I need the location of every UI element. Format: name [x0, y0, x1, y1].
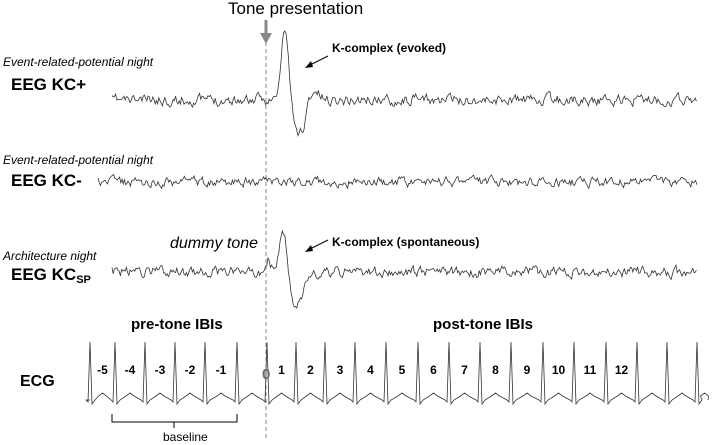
kc-evoked-arrowhead: [305, 61, 313, 68]
eeg-kc-plus-trace: [111, 30, 697, 137]
ecg-trace: [85, 341, 709, 406]
ecg-label: ECG: [20, 373, 55, 390]
ibi-label: 2: [307, 363, 314, 377]
ibi-label: -3: [154, 363, 166, 377]
row3-eeg-label: EEG KCSP: [11, 266, 91, 286]
baseline-bracket: [111, 414, 238, 423]
baseline-label: baseline: [163, 430, 208, 444]
tone-arrow-head: [260, 33, 272, 44]
ibi-label: -1: [215, 363, 227, 377]
row3-eeg-label-main: EEG KC: [11, 265, 77, 284]
eeg-kc-sp-trace: [111, 229, 697, 309]
row3-night-label: Architecture night: [3, 249, 97, 263]
row1-night-label: Event-related-potential night: [3, 55, 154, 69]
row2-night-label: Event-related-potential night: [3, 153, 154, 167]
ibi-label: 6: [430, 363, 437, 377]
ibi-label: 8: [492, 363, 499, 377]
post-tone-heading: post-tone IBIs: [433, 316, 533, 333]
ibi-label: 7: [461, 363, 468, 377]
ibi-label: -2: [184, 363, 196, 377]
ibi-label: 4: [367, 363, 374, 377]
dummy-tone-label: dummy tone: [170, 235, 259, 252]
eeg-kc-minus-trace: [97, 173, 698, 190]
ibi-label: -4: [124, 363, 136, 377]
ibi-label: 9: [523, 363, 531, 377]
ibi-label: 11: [583, 363, 597, 377]
kc-evoked-label: K-complex (evoked): [332, 41, 447, 55]
tone-presentation-label: Tone presentation: [228, 0, 364, 18]
row1-eeg-label: EEG KC+: [11, 75, 87, 94]
ibi-label: -5: [97, 363, 108, 377]
ibi-label: 10: [551, 363, 566, 377]
kc-spontaneous-label: K-complex (spontaneous): [332, 235, 480, 249]
ibi-label: 3: [336, 363, 344, 377]
pre-tone-heading: pre-tone IBIs: [131, 316, 223, 333]
zero-label: 0: [262, 366, 271, 383]
kc-spont-arrowhead: [305, 245, 313, 252]
ibi-label: 12: [614, 363, 629, 377]
row2-eeg-label: EEG KC-: [11, 171, 82, 190]
ibi-label: 1: [278, 363, 285, 377]
ibi-label: 5: [398, 363, 406, 377]
row3-eeg-label-sub: SP: [76, 274, 91, 286]
